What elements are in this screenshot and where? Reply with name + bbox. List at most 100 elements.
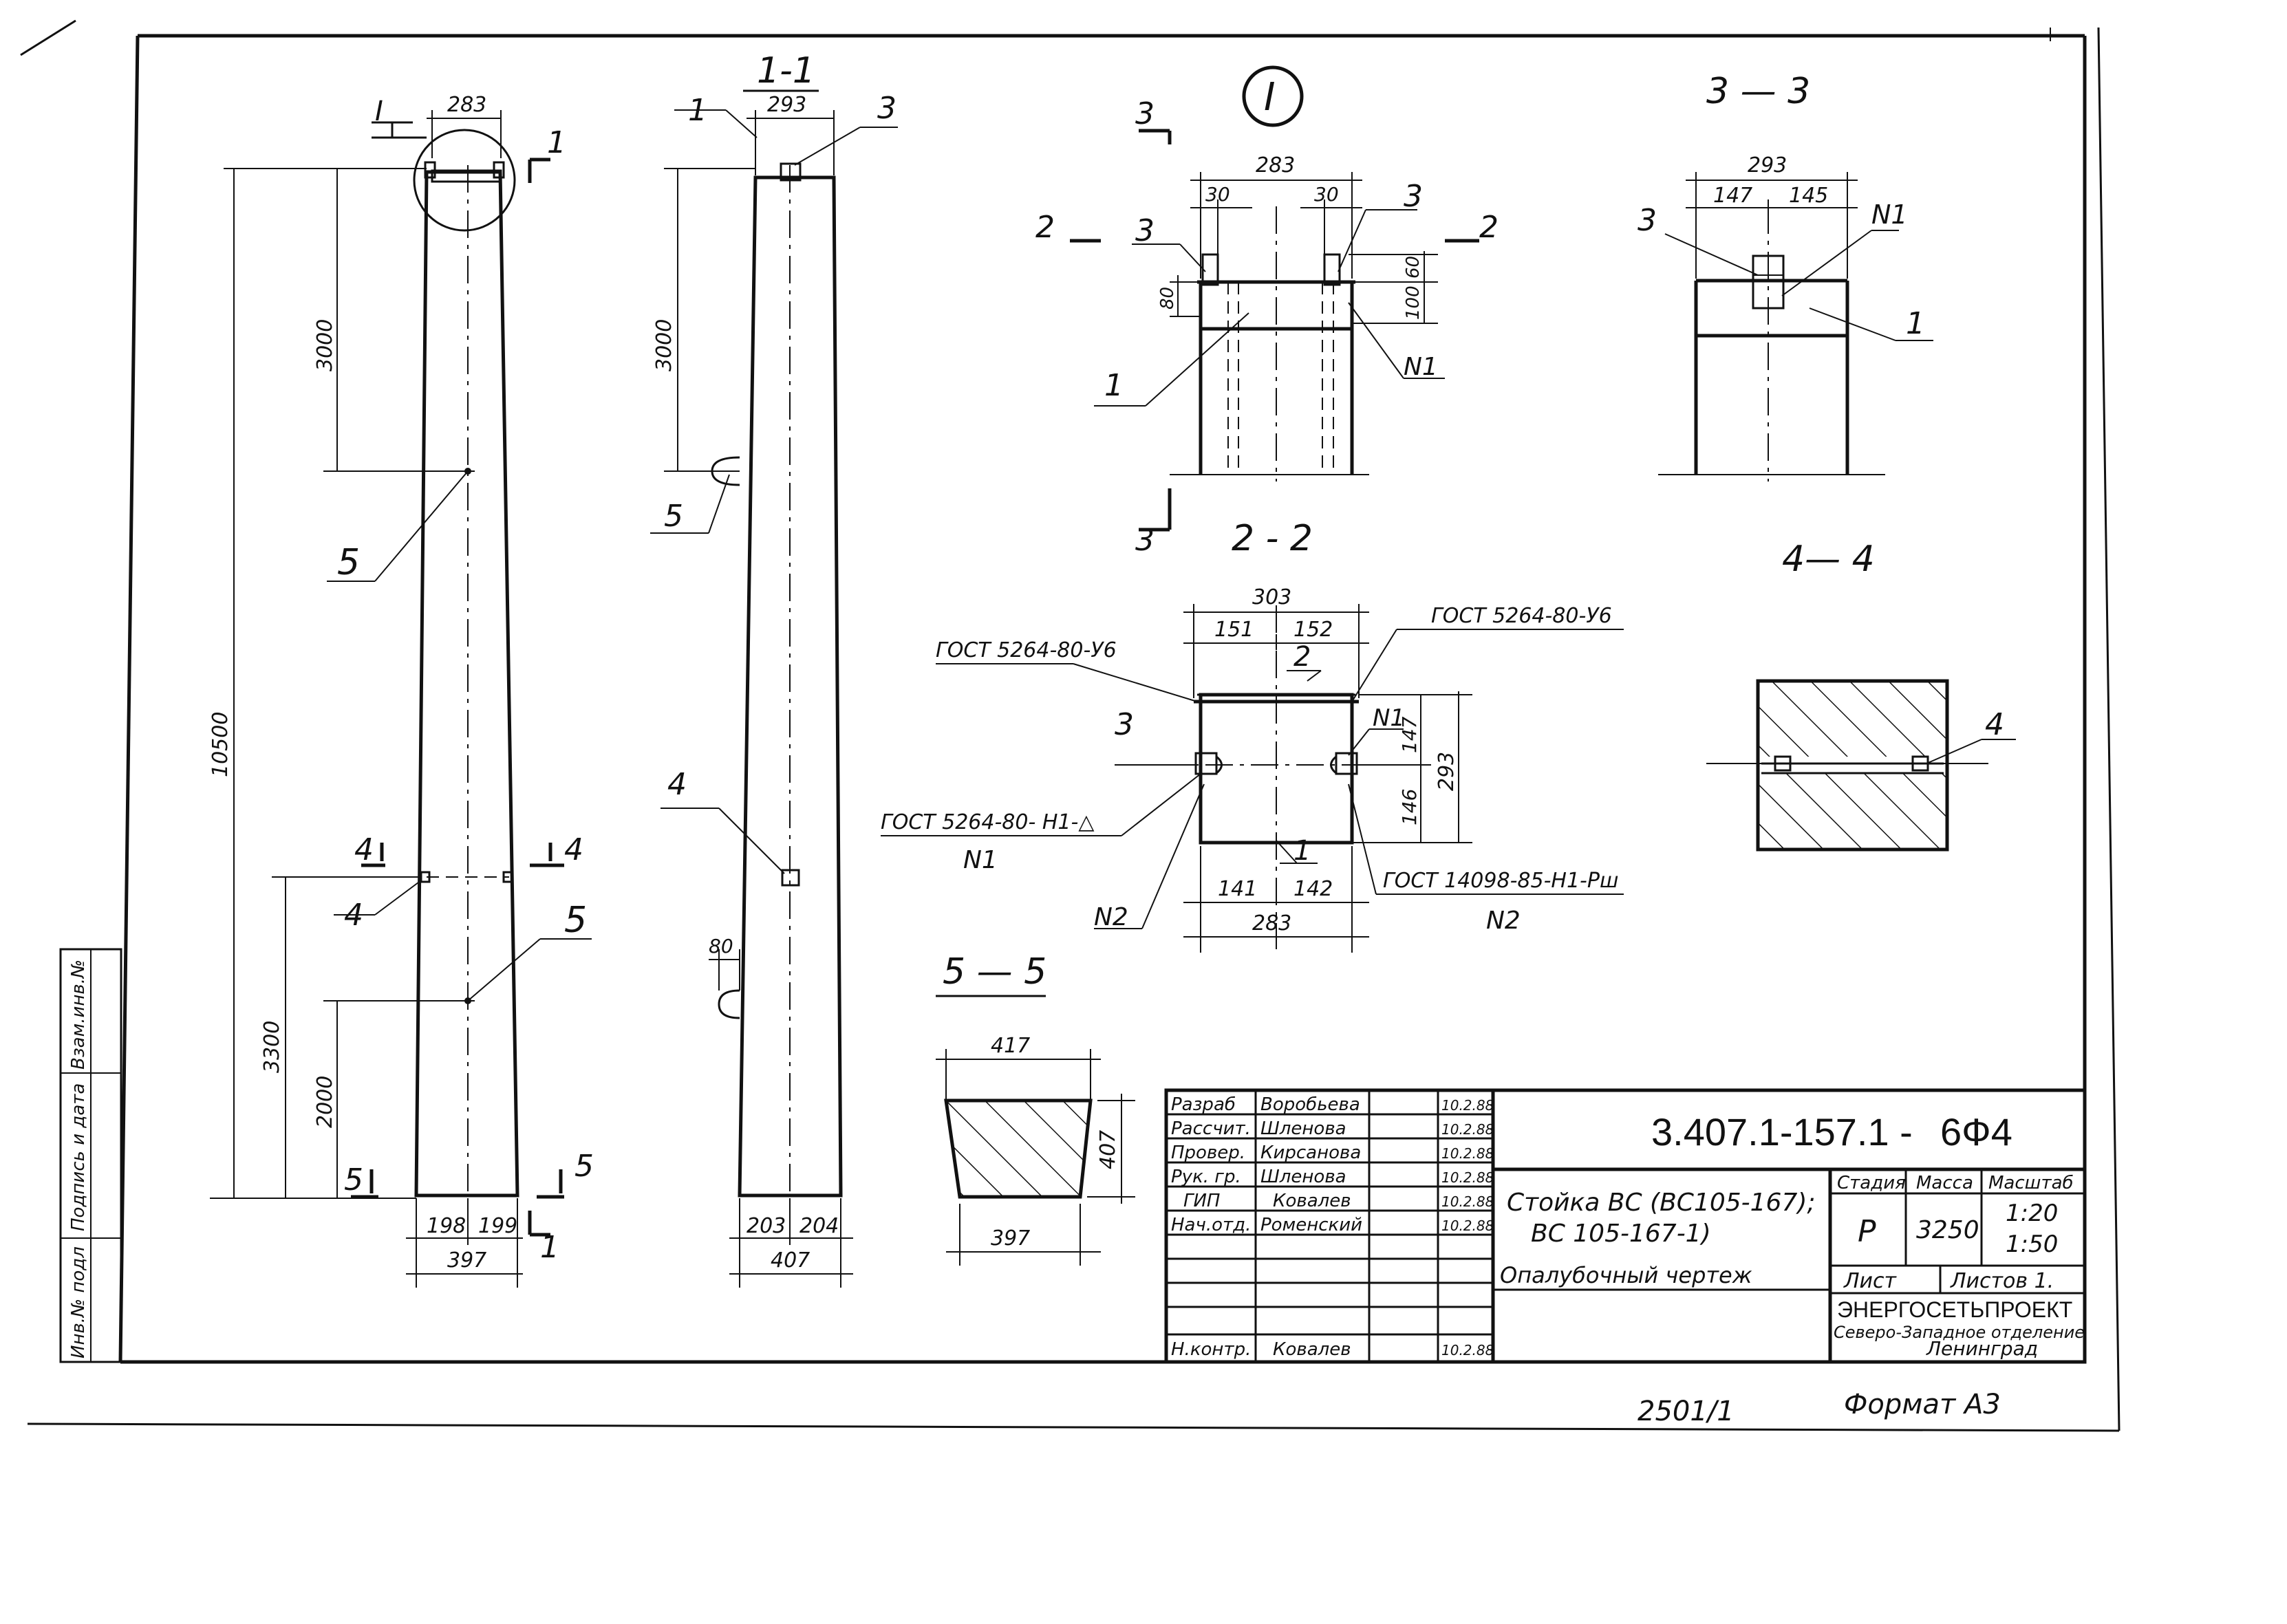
elevation-cut-1-bottom: 1 <box>540 1230 559 1265</box>
elevation-callout-5a: 5 <box>337 542 360 583</box>
row-name: Кирсанова <box>1260 1143 1361 1163</box>
row-name: Ковалев <box>1273 1339 1351 1360</box>
stamp-sign-date: Подпись и дата <box>68 1083 89 1231</box>
section-3-3-callout-3: 3 <box>1638 203 1657 238</box>
signature-row: ГИП Ковалев 10.2.88 <box>1183 1191 1494 1211</box>
detail-I-callout-N1: N1 <box>1404 353 1438 381</box>
section-2-2-gost-right-bottom: ГОСТ 14098-85-Н1-Рш <box>1383 869 1618 893</box>
product-name-line1: Стойка ВС (ВС105-167); <box>1507 1189 1816 1217</box>
format-label: Формат А3 <box>1844 1389 2001 1420</box>
row-role: Рассчит. <box>1171 1118 1251 1139</box>
section-1-1: 1-1 293 1 3 3000 5 4 8 <box>650 50 898 1288</box>
row-date: 10.2.88 <box>1441 1121 1494 1138</box>
section-3-3-title: 3 — 3 <box>1706 71 1810 112</box>
row-date: 10.2.88 <box>1441 1342 1494 1358</box>
section-5-5-title: 5 — 5 <box>943 951 1046 993</box>
detail-I-callout-1: 1 <box>1104 368 1124 403</box>
section-5-5: 5 — 5 417 407 397 <box>936 951 1135 1266</box>
title-block: Разраб Воробьева 10.2.88 Рассчит. Шленов… <box>1164 1088 2087 1364</box>
section-2-2-callout-2: 2 <box>1293 641 1311 673</box>
elevation-detail-mark: I <box>375 96 383 127</box>
section-2-2-dim-146: 146 <box>1398 789 1421 825</box>
section-1-1-top-width: 293 <box>767 93 806 117</box>
section-2-2-left-top: 151 <box>1214 618 1254 642</box>
row-role: Н.контр. <box>1171 1339 1251 1360</box>
sheet-label: Лист <box>1843 1269 1898 1293</box>
section-1-1-callout-5: 5 <box>664 499 683 534</box>
row-role: ГИП <box>1183 1191 1221 1211</box>
elevation-view: I 1 1 283 10500 3000 3300 2000 4 <box>208 93 594 1288</box>
elevation-cut-4-left: 4 <box>354 832 374 867</box>
row-role: Нач.отд. <box>1171 1215 1251 1235</box>
elevation-bottom-total: 397 <box>447 1248 486 1273</box>
mass-label: Масса <box>1916 1173 1973 1193</box>
detail-I-dim-100: 100 <box>1403 285 1424 320</box>
signature-row: Н.контр. Ковалев 10.2.88 <box>1171 1339 1494 1360</box>
section-2-2-right-top: 152 <box>1293 618 1333 642</box>
elevation-cut-5-right: 5 <box>575 1149 594 1184</box>
row-name: Роменский <box>1260 1215 1362 1235</box>
detail-I-title: I <box>1264 75 1276 120</box>
section-4-4-callout-4: 4 <box>1985 707 2004 742</box>
section-2-2-callout-N1: N1 <box>1373 704 1405 732</box>
section-2-2-callout-3: 3 <box>1115 707 1134 742</box>
row-role: Провер. <box>1171 1143 1245 1163</box>
product-name-line3: Опалубочный чертеж <box>1500 1262 1752 1288</box>
elevation-height-bottom: 2000 <box>313 1076 337 1128</box>
section-5-5-height: 407 <box>1096 1130 1120 1169</box>
signature-row: Разраб Воробьева 10.2.88 <box>1171 1094 1494 1115</box>
section-2-2-bottom-total: 283 <box>1252 911 1291 935</box>
section-2-2-width-top: 303 <box>1252 585 1291 609</box>
row-date: 10.2.88 <box>1441 1097 1494 1114</box>
detail-I-cut-2-left: 2 <box>1035 210 1055 245</box>
section-2-2-gost-right-top: ГОСТ 5264-80-У6 <box>1431 604 1612 628</box>
section-2-2-dim-293: 293 <box>1435 752 1459 791</box>
elevation-height-lower: 3300 <box>260 1021 284 1073</box>
elevation-top-width: 283 <box>447 93 486 117</box>
section-1-1-bottom-left: 203 <box>747 1214 786 1238</box>
section-3-3-left: 147 <box>1713 184 1752 208</box>
elevation-cut-1-top: 1 <box>547 125 566 160</box>
section-1-1-callout-3: 3 <box>877 91 896 126</box>
product-name-line2: ВС 105-167-1) <box>1531 1220 1711 1248</box>
org-branch: Северо-Западное отделение <box>1834 1323 2085 1342</box>
section-3-3-right: 145 <box>1789 184 1828 208</box>
elevation-callout-4: 4 <box>344 898 363 933</box>
section-3-3-callout-N1: N1 <box>1871 199 1908 230</box>
scale-value-2: 1:50 <box>2006 1231 2058 1258</box>
section-3-3-width: 293 <box>1748 153 1787 177</box>
elevation-bottom-right: 199 <box>478 1214 517 1238</box>
section-4-4-title: 4— 4 <box>1782 539 1875 580</box>
detail-I-cut-3-top: 3 <box>1135 96 1155 131</box>
mass-value: 3250 <box>1916 1216 1979 1244</box>
detail-I-cut-3-bottom: 3 <box>1135 523 1155 558</box>
row-name: Ковалев <box>1273 1191 1351 1211</box>
scale-value-1: 1:20 <box>2006 1200 2058 1227</box>
section-1-1-height: 3000 <box>652 319 676 371</box>
elevation-cut-5-left: 5 <box>344 1162 363 1198</box>
row-name: Шленова <box>1260 1167 1346 1187</box>
section-4-4: 4— 4 4 <box>1706 539 2016 852</box>
elevation-cut-4-right: 4 <box>564 832 583 867</box>
signature-row: Провер. Кирсанова 10.2.88 <box>1171 1143 1494 1163</box>
org-name: ЭНЕРГОСЕТЬПРОЕКТ <box>1837 1297 2072 1322</box>
row-name: Шленова <box>1260 1118 1346 1139</box>
section-1-1-dim-80: 80 <box>709 935 733 957</box>
detail-I: I 3 3 2 2 283 30 30 <box>1035 65 1499 558</box>
section-2-2-label-N2-right: N2 <box>1486 907 1521 935</box>
org-city: Ленинград <box>1926 1337 2038 1360</box>
side-stamp: Инв.№ подл Подпись и дата Взам.инв.№ <box>59 948 122 1363</box>
section-1-1-callout-1: 1 <box>688 93 707 128</box>
row-name: Воробьева <box>1260 1094 1360 1115</box>
row-date: 10.2.88 <box>1441 1145 1494 1162</box>
detail-I-cut-2-right: 2 <box>1479 210 1499 245</box>
row-role: Разраб <box>1171 1094 1236 1115</box>
doc-code: 3.407.1-157.1 - <box>1651 1110 1913 1154</box>
stage-value: Р <box>1858 1214 1876 1249</box>
signature-row: Рассчит. Шленова 10.2.88 <box>1171 1118 1494 1139</box>
section-2-2-dim-147: 147 <box>1398 716 1421 753</box>
signature-row: Рук. гр. Шленова 10.2.88 <box>1171 1167 1494 1187</box>
section-2-2-title: 2 - 2 <box>1232 518 1313 559</box>
signature-row: Нач.отд. Роменский 10.2.88 <box>1171 1215 1494 1235</box>
